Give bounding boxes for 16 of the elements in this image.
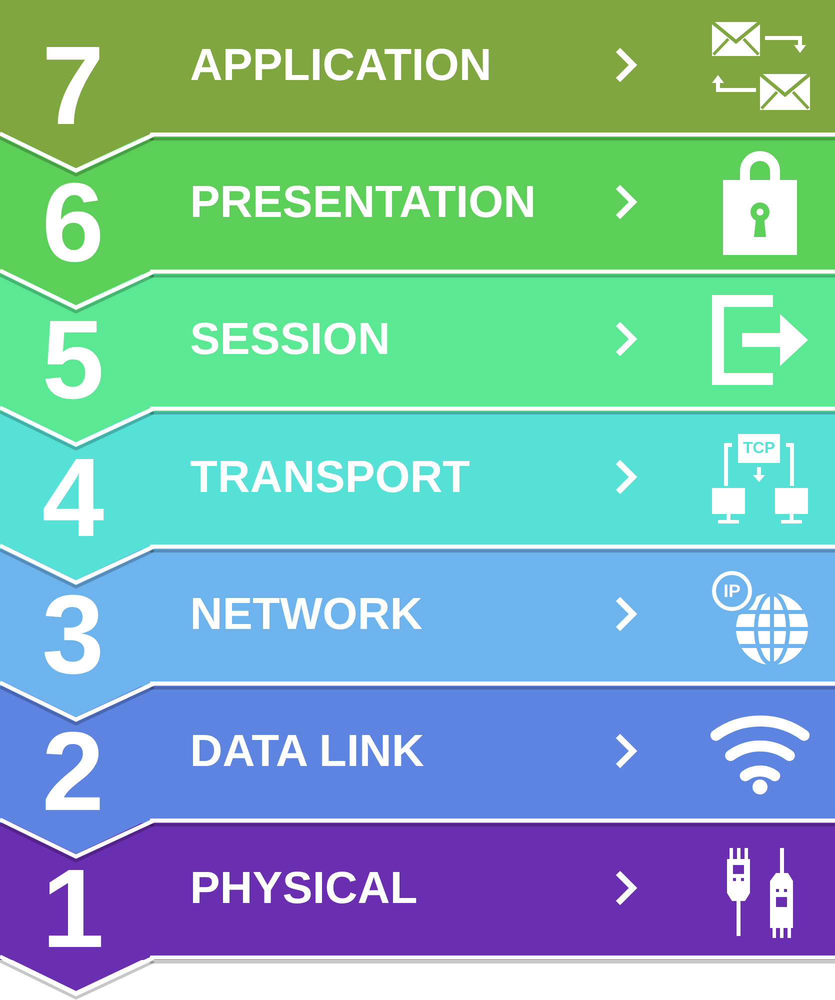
layer-title: APPLICATION [190,48,492,82]
layer-number: 5 [40,318,106,402]
protocol-label: TCP [738,434,780,463]
layer-number: 7 [40,44,106,128]
layer-number: 3 [40,593,106,677]
layer-number: 6 [40,181,106,265]
layer-title: NETWORK [190,597,422,631]
layer-title: TRANSPORT [190,460,470,494]
layer-number: 1 [40,867,106,951]
layer-title: PRESENTATION [190,185,536,219]
layer-number: 2 [40,730,106,814]
layer-title: SESSION [190,322,390,356]
layer-number: 4 [40,456,106,540]
layer-title: DATA LINK [190,734,424,768]
ip-badge: IP [712,571,752,611]
layer-title: PHYSICAL [190,871,418,905]
